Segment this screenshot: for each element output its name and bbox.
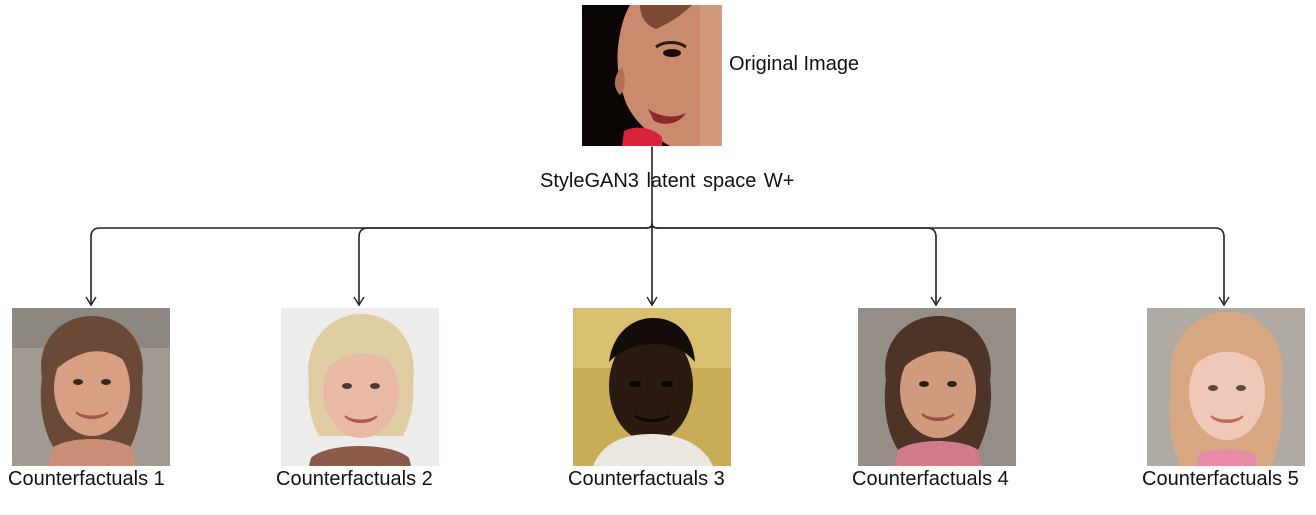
counterfactual-label-1: Counterfactuals 1 — [8, 468, 165, 490]
counterfactual-image-2 — [281, 308, 439, 466]
counterfactual-image-3 — [573, 308, 731, 466]
counterfactual-label-4: Counterfactuals 4 — [852, 468, 1009, 490]
branch-line-5 — [651, 223, 1230, 307]
original-image — [582, 5, 722, 146]
counterfactual-image-5 — [1147, 308, 1305, 466]
latent-space-label: StyleGAN3 latent space W+ — [540, 170, 795, 192]
branch-line-1 — [85, 223, 653, 307]
branch-line-4 — [651, 223, 942, 307]
counterfactual-label-5: Counterfactuals 5 — [1142, 468, 1299, 490]
counterfactual-label-2: Counterfactuals 2 — [276, 468, 433, 490]
original-image-label: Original Image — [729, 53, 860, 75]
counterfactual-image-4 — [858, 308, 1016, 466]
counterfactual-label-3: Counterfactuals 3 — [568, 468, 725, 490]
counterfactual-image-1 — [12, 308, 170, 466]
branch-line-2 — [353, 223, 653, 307]
